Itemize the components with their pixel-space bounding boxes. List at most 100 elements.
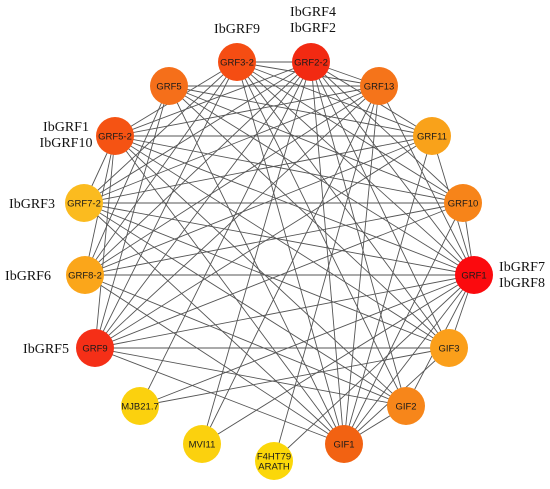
edge-grf8-2-grf13 — [84, 85, 380, 276]
edge-grf5-2-gif1 — [114, 135, 345, 445]
edge-grf3-2-grf7-2 — [83, 61, 238, 204]
node-circle-grf5-2[interactable] — [96, 117, 134, 155]
node-gif2[interactable]: GIF2 — [387, 387, 425, 425]
node-circle-grf3-2[interactable] — [218, 43, 256, 81]
edge-grf3-2-grf10 — [236, 61, 464, 204]
edge-grf2-2-grf5-2 — [114, 61, 312, 137]
node-label-grf8-2: GRF8-2 — [68, 271, 102, 282]
node-circle-gif2[interactable] — [387, 387, 425, 425]
edge-grf13-gif1 — [343, 85, 380, 445]
node-circle-gif1[interactable] — [325, 425, 363, 463]
node-grf8-2[interactable]: GRF8-2 — [66, 256, 104, 294]
edge-grf1-mjb21.7 — [139, 274, 475, 407]
edge-grf3-2-gif3 — [236, 61, 450, 349]
edge-grf2-2-grf10 — [310, 61, 464, 204]
node-label-grf2-2: GRF2-2 — [294, 58, 328, 69]
edge-grf2-2-mjb21.7 — [139, 61, 312, 407]
node-grf2-2[interactable]: GRF2-2 — [292, 43, 330, 81]
edge-grf5-2-grf1 — [114, 135, 475, 276]
node-circle-grf11[interactable] — [413, 117, 451, 155]
node-mjb21-7[interactable]: MJB21.7 — [121, 387, 159, 425]
node-circle-grf8-2[interactable] — [66, 256, 104, 294]
node-mvi11[interactable]: MVI11 — [183, 425, 221, 463]
annotation-layer: IbGRF9IbGRF4IbGRF2IbGRF1IbGRF10IbGRF3IbG… — [5, 5, 545, 357]
node-grf1[interactable]: GRF1 — [455, 256, 493, 294]
node-label-gif1: GIF1 — [333, 440, 354, 451]
annotation-ibgrf1-10-line-2: IbGRF10 — [40, 136, 93, 151]
node-circle-grf7-2[interactable] — [65, 184, 103, 222]
annotation-ibgrf3-line-1: IbGRF3 — [9, 197, 55, 212]
node-label-grf11: GRF11 — [417, 132, 447, 143]
edge-grf13-grf1 — [378, 85, 475, 276]
node-grf5-2[interactable]: GRF5-2 — [96, 117, 134, 155]
annotation-ibgrf4-2-line-2: IbGRF2 — [290, 21, 336, 36]
node-circle-grf5[interactable] — [150, 67, 188, 105]
node-label-mjb21-7: MJB21.7 — [121, 402, 159, 413]
edge-grf5-grf11 — [168, 85, 433, 137]
edge-grf2-2-grf7-2 — [83, 61, 312, 204]
edge-grf9-grf13 — [94, 85, 380, 349]
edge-grf7-2-gif1 — [83, 202, 345, 445]
edge-grf1-f4ht79 — [273, 274, 475, 462]
annotation-ibgrf1-10-line-1: IbGRF1 — [43, 120, 89, 135]
edge-grf5-gif1 — [168, 85, 345, 445]
node-grf10[interactable]: GRF10 — [444, 184, 482, 222]
node-grf11[interactable]: GRF11 — [413, 117, 451, 155]
node-layer: GRF2-2GRF13GRF11GRF10GRF1GIF3GIF2GIF1F4H… — [65, 43, 493, 480]
node-circle-grf2-2[interactable] — [292, 43, 330, 81]
node-circle-grf13[interactable] — [360, 67, 398, 105]
edge-grf7-2-grf13 — [83, 85, 380, 204]
node-label-grf9: GRF9 — [82, 344, 107, 355]
node-label-grf5-2: GRF5-2 — [98, 132, 132, 143]
edge-grf9-gif1 — [94, 347, 345, 445]
node-grf5[interactable]: GRF5 — [150, 67, 188, 105]
edge-grf3-2-gif2 — [236, 61, 407, 407]
edge-grf8-2-gif2 — [84, 274, 407, 407]
edge-grf5-grf9 — [94, 85, 170, 349]
edge-grf2-2-gif2 — [310, 61, 407, 407]
edge-grf7-2-grf11 — [83, 135, 433, 204]
annotation-ibgrf4-2-line-1: IbGRF4 — [290, 5, 336, 20]
edge-grf13-f4ht79 — [273, 85, 380, 462]
edge-grf2-2-grf1 — [310, 61, 475, 276]
edge-grf3-2-grf8-2 — [84, 61, 238, 276]
node-circle-grf1[interactable] — [455, 256, 493, 294]
edge-grf5-gif3 — [168, 85, 450, 349]
edge-layer — [83, 61, 475, 462]
node-grf13[interactable]: GRF13 — [360, 67, 398, 105]
node-circle-f4ht79[interactable] — [255, 442, 293, 480]
edge-grf5-grf8-2 — [84, 85, 170, 276]
annotation-ibgrf7-8-line-2: IbGRF8 — [499, 276, 545, 291]
edge-grf8-2-grf10 — [84, 202, 464, 276]
node-circle-mvi11[interactable] — [183, 425, 221, 463]
node-grf3-2[interactable]: GRF3-2 — [218, 43, 256, 81]
node-gif1[interactable]: GIF1 — [325, 425, 363, 463]
node-grf9[interactable]: GRF9 — [76, 329, 114, 367]
edge-grf13-mvi11 — [201, 85, 380, 445]
node-label-grf5: GRF5 — [156, 82, 181, 93]
edge-grf11-gif1 — [343, 135, 433, 445]
edge-grf3-2-grf11 — [236, 61, 433, 137]
edge-grf2-2-mvi11 — [201, 61, 312, 445]
edge-grf9-grf11 — [94, 135, 433, 349]
node-circle-mjb21-7[interactable] — [121, 387, 159, 425]
edge-grf2-2-gif3 — [310, 61, 450, 349]
edge-grf7-2-gif3 — [83, 202, 450, 349]
node-circle-gif3[interactable] — [430, 329, 468, 367]
node-label-grf7-2: GRF7-2 — [67, 199, 101, 210]
annotation-ibgrf6-line-1: IbGRF6 — [5, 269, 51, 284]
edge-grf3-2-gif1 — [236, 61, 345, 445]
node-label-grf13: GRF13 — [364, 82, 395, 93]
node-gif3[interactable]: GIF3 — [430, 329, 468, 367]
edge-grf9-grf10 — [94, 202, 464, 349]
edge-grf7-2-grf1 — [83, 202, 475, 276]
edge-grf8-2-gif1 — [84, 274, 345, 445]
edge-grf9-gif2 — [94, 347, 407, 407]
edge-grf9-grf1 — [94, 274, 475, 349]
node-label-f4ht79: F4HT79 — [257, 452, 291, 463]
node-grf7-2[interactable]: GRF7-2 — [65, 184, 103, 222]
node-circle-grf10[interactable] — [444, 184, 482, 222]
node-circle-grf9[interactable] — [76, 329, 114, 367]
